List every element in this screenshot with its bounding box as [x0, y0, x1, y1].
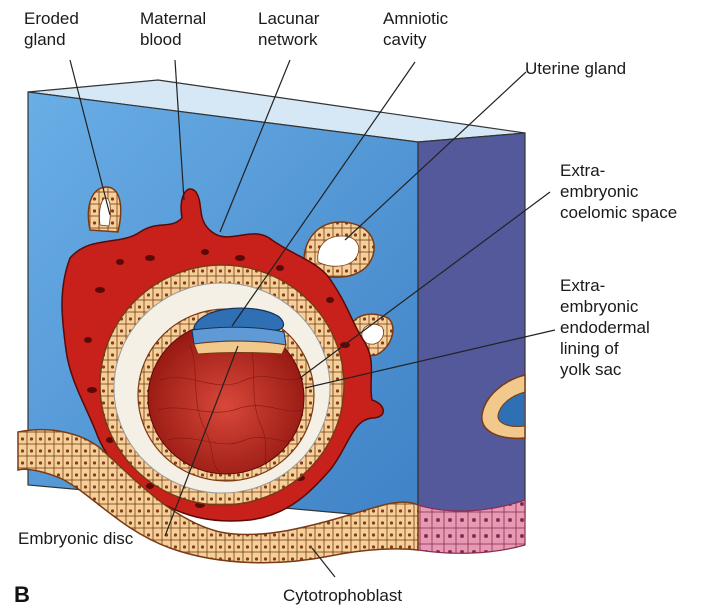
- label-extraembryonic-coelomic-space: Extra- embryonic coelomic space: [560, 160, 677, 223]
- label-maternal-blood: Maternal blood: [140, 8, 206, 50]
- label-lacunar-network: Lacunar network: [258, 8, 319, 50]
- label-eroded-gland: Eroded gland: [24, 8, 79, 50]
- label-extraembryonic-endodermal-lining: Extra- embryonic endodermal lining of yo…: [560, 275, 650, 380]
- label-embryonic-disc: Embryonic disc: [18, 528, 133, 549]
- label-amniotic-cavity: Amniotic cavity: [383, 8, 448, 50]
- hypoblast-layer: [194, 341, 286, 354]
- endometrium-side-face: [418, 133, 525, 520]
- label-uterine-gland: Uterine gland: [525, 58, 626, 79]
- label-cytotrophoblast: Cytotrophoblast: [283, 585, 402, 606]
- panel-letter: B: [14, 582, 30, 608]
